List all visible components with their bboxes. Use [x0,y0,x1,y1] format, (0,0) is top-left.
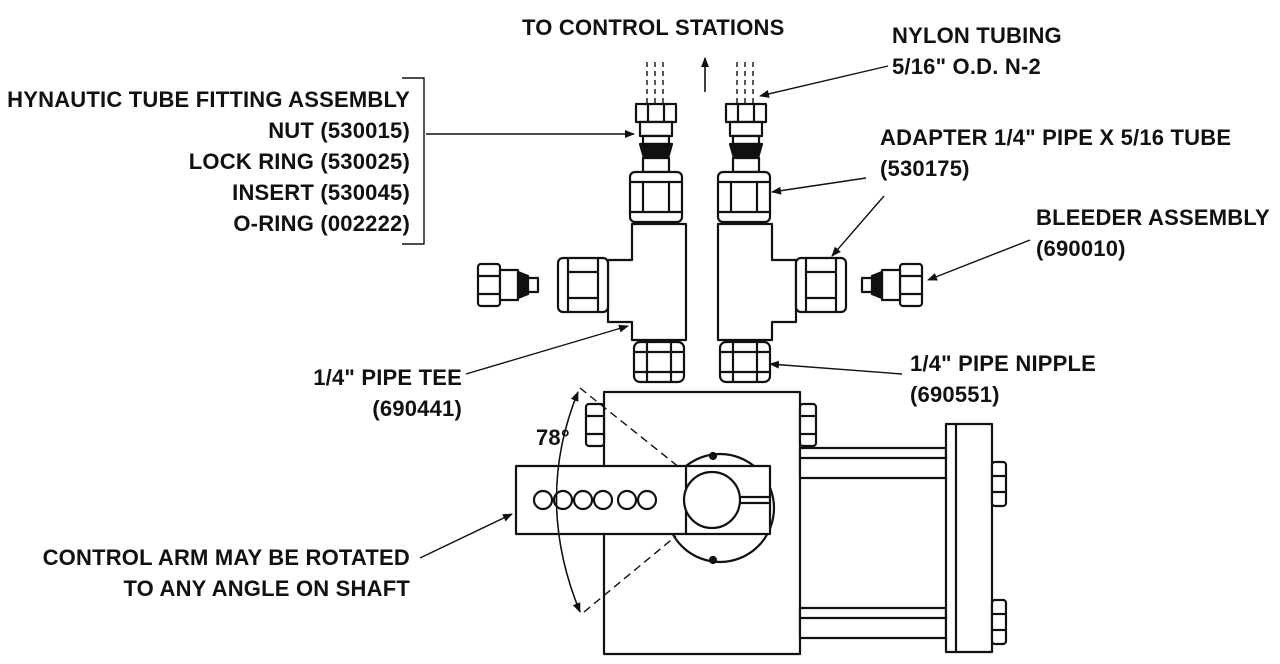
pipe-nipple-right [718,340,772,384]
bleeder-part: (690010) [1036,236,1126,261]
nylon-tubing-title: NYLON TUBING [892,23,1062,48]
leader-lines [402,65,1031,559]
rotation-angle-guides [555,387,681,613]
bleeder-label: BLEEDER ASSEMBLY (690010) [1036,202,1270,264]
control-arm-line-2: TO ANY ANGLE ON SHAFT [123,576,410,601]
tie-rod-lower [798,606,948,640]
o-ring-part: O-RING (002222) [233,211,410,236]
hynautic-fitting-label: HYNAUTIC TUBE FITTING ASSEMBLY NUT (5300… [7,84,410,239]
end-flange [944,422,1008,654]
body-nut-right [798,402,818,448]
bleeder-right [860,262,924,308]
nut-part: NUT (530015) [268,118,410,143]
tie-rod-upper [798,446,948,480]
to-control-stations-label: TO CONTROL STATIONS [522,15,785,40]
pipe-nipple-title: 1/4" PIPE NIPPLE [910,351,1097,376]
pipe-nipple-left [632,340,686,384]
bleeder-left [476,262,540,308]
pipe-tee-right [716,222,798,342]
hynautic-title: HYNAUTIC TUBE FITTING ASSEMBLY [7,87,410,112]
bleeder-title: BLEEDER ASSEMBLY [1036,205,1270,230]
lock-ring-part: LOCK RING (530025) [188,149,410,174]
control-arm-line-1: CONTROL ARM MAY BE ROTATED [42,545,410,570]
tube-fitting-left [634,102,678,174]
pipe-tee-title: 1/4" PIPE TEE [313,365,462,390]
pipe-tee-label: 1/4" PIPE TEE (690441) [313,362,462,424]
pipe-nipple-part: (690551) [910,382,1000,407]
insert-part: INSERT (530045) [232,180,410,205]
control-arm-label: CONTROL ARM MAY BE ROTATED TO ANY ANGLE … [43,542,410,604]
rotation-angle-label: 78° [536,425,570,450]
pipe-nipple-label: 1/4" PIPE NIPPLE (690551) [910,348,1096,410]
adapter-part: (530175) [880,156,970,181]
adapter-left [628,170,684,224]
nylon-tubing-spec: 5/16" O.D. N-2 [892,54,1041,79]
side-adapter-left [556,256,610,314]
side-adapter-right [794,256,848,314]
nylon-tubing-label: NYLON TUBING 5/16" O.D. N-2 [892,20,1062,82]
pipe-tee-left [606,222,688,342]
adapter-label: ADAPTER 1/4" PIPE X 5/16 TUBE (530175) [880,122,1231,184]
body-nut-left [584,402,606,448]
pipe-tee-part: (690441) [372,396,462,421]
shaft-hub [682,470,770,530]
adapter-title: ADAPTER 1/4" PIPE X 5/16 TUBE [880,125,1232,150]
adapter-right [716,170,772,224]
nylon-tubing-right [736,62,754,108]
nylon-tubing-left [646,62,664,108]
tube-fitting-right [724,102,768,174]
